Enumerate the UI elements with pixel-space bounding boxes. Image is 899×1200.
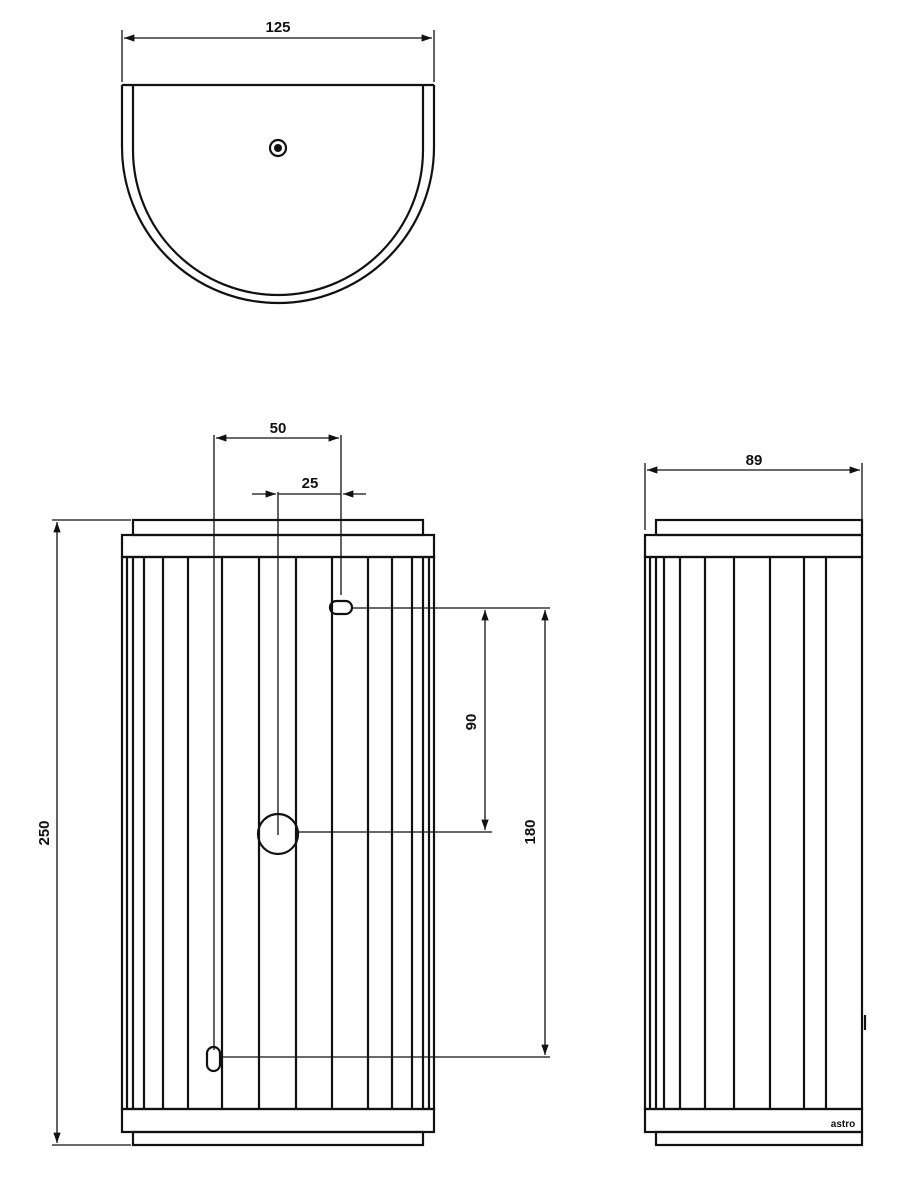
dim-90-label: 90 (463, 714, 480, 731)
top-view-body (120, 83, 436, 305)
cable-hole (256, 812, 492, 856)
front-view: 50 25 90 180 (36, 420, 550, 1147)
front-ribs (125, 557, 431, 1109)
upper-mounting-slot (328, 599, 550, 616)
front-bottom-cap (131, 1130, 425, 1147)
dim-89-label: 89 (746, 452, 763, 469)
dimension-89: 89 (644, 452, 863, 530)
side-top-cap (654, 518, 864, 537)
dim-50-label: 50 (270, 420, 287, 437)
dimension-50: 50 (216, 420, 339, 442)
side-bottom-band (643, 1107, 864, 1134)
dim-25-label: 25 (302, 475, 319, 492)
dimension-125: 125 (121, 19, 435, 82)
front-bottom-band (120, 1107, 436, 1134)
top-view: 125 (120, 19, 436, 305)
dim-250-label: 250 (36, 820, 53, 845)
dimension-25: 25 (252, 475, 366, 498)
side-ribs (648, 557, 828, 1109)
dim-180-label: 180 (522, 819, 539, 844)
dimension-180: 180 (522, 610, 549, 1055)
side-view: 89 astro (643, 452, 867, 1147)
side-bottom-cap (654, 1130, 864, 1147)
dimension-90: 90 (463, 610, 489, 830)
side-top-band (643, 533, 864, 559)
screw-icon (268, 138, 288, 158)
brand-logo: astro (831, 1119, 855, 1130)
dim-125-label: 125 (265, 19, 290, 36)
dimension-250: 250 (36, 519, 131, 1146)
side-body (643, 555, 864, 1111)
lower-mounting-slot (205, 1045, 550, 1073)
